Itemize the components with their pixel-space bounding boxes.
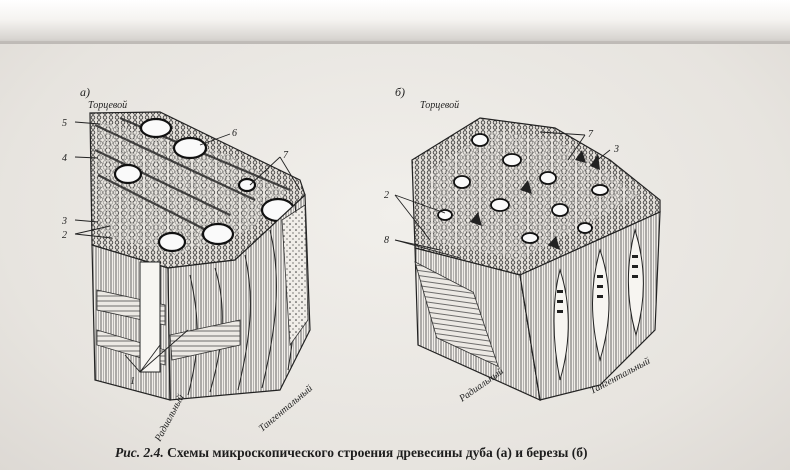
caption-text: Схемы микроскопического строения древеси… — [167, 445, 588, 460]
callout-a-7: 7 — [283, 150, 289, 161]
panel-b-letter: б) — [395, 85, 405, 99]
callout-a-1: 1 — [130, 376, 135, 387]
callout-b-8: 8 — [384, 235, 389, 246]
callout-a-3: 3 — [61, 216, 67, 227]
panel-a-letter: а) — [80, 85, 90, 99]
callout-a-4: 4 — [62, 153, 67, 164]
callout-a-5: 5 — [62, 118, 67, 129]
callout-a-6: 6 — [232, 128, 237, 139]
birch-wood-block — [411, 117, 661, 402]
oak-wood-block — [89, 111, 311, 401]
callout-a-2: 2 — [62, 230, 67, 241]
panel-b-face-top: Торцевой — [420, 100, 459, 111]
callout-b-3: 3 — [613, 144, 619, 155]
callout-b-7: 7 — [588, 129, 594, 140]
figure-caption: Рис. 2.4. Схемы микроскопического строен… — [115, 445, 735, 461]
page-fold-shadow — [0, 41, 790, 44]
callout-b-2: 2 — [384, 190, 389, 201]
panel-a-face-top: Торцевой — [88, 100, 127, 111]
caption-figure-number: Рис. 2.4. — [115, 445, 164, 460]
